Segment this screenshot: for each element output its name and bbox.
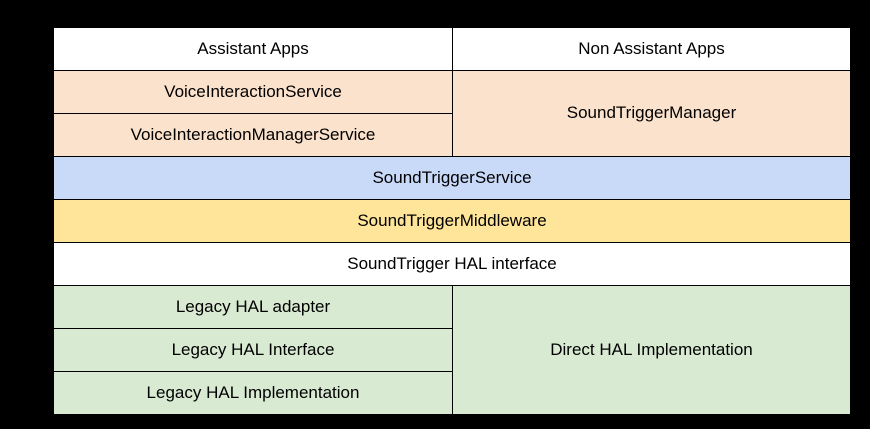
cell-sound-trigger-middleware: SoundTriggerMiddleware bbox=[53, 199, 851, 243]
cell-voice-interaction-service: VoiceInteractionService bbox=[53, 70, 453, 114]
table-row-sound-trigger-middleware: SoundTriggerMiddleware bbox=[53, 199, 851, 243]
cell-legacy-hal-interface: Legacy HAL Interface bbox=[53, 328, 453, 372]
soundtrigger-stack-diagram: Assistant Apps Non Assistant Apps VoiceI… bbox=[53, 27, 851, 415]
cell-sound-trigger-service: SoundTriggerService bbox=[53, 156, 851, 200]
cell-legacy-hal-implementation: Legacy HAL Implementation bbox=[53, 371, 453, 415]
table-row-legacy-hal-adapter: Legacy HAL adapter Direct HAL Implementa… bbox=[53, 285, 851, 415]
table-row-legacy-hal-implementation: Legacy HAL Implementation bbox=[53, 371, 851, 415]
table-row-sound-trigger-hal-interface: SoundTrigger HAL interface bbox=[53, 242, 851, 286]
stack-table: Assistant Apps Non Assistant Apps VoiceI… bbox=[53, 27, 851, 415]
header-cell-non-assistant-apps: Non Assistant Apps bbox=[452, 27, 851, 71]
table-row-sound-trigger-service: SoundTriggerService bbox=[53, 156, 851, 200]
table-row-voice-interaction-manager-service: VoiceInteractionManagerService bbox=[53, 113, 851, 157]
cell-sound-trigger-hal-interface: SoundTrigger HAL interface bbox=[53, 242, 851, 286]
header-cell-assistant-apps: Assistant Apps bbox=[53, 27, 453, 71]
table-row-voice-interaction-service: VoiceInteractionService SoundTriggerMana… bbox=[53, 70, 851, 157]
table-row-headers: Assistant Apps Non Assistant Apps bbox=[53, 27, 851, 71]
cell-sound-trigger-manager: SoundTriggerManager bbox=[452, 70, 851, 157]
cell-direct-hal-implementation: Direct HAL Implementation bbox=[452, 285, 851, 415]
cell-voice-interaction-manager-service: VoiceInteractionManagerService bbox=[53, 113, 453, 157]
table-row-legacy-hal-interface: Legacy HAL Interface bbox=[53, 328, 851, 372]
cell-legacy-hal-adapter: Legacy HAL adapter bbox=[53, 285, 453, 329]
